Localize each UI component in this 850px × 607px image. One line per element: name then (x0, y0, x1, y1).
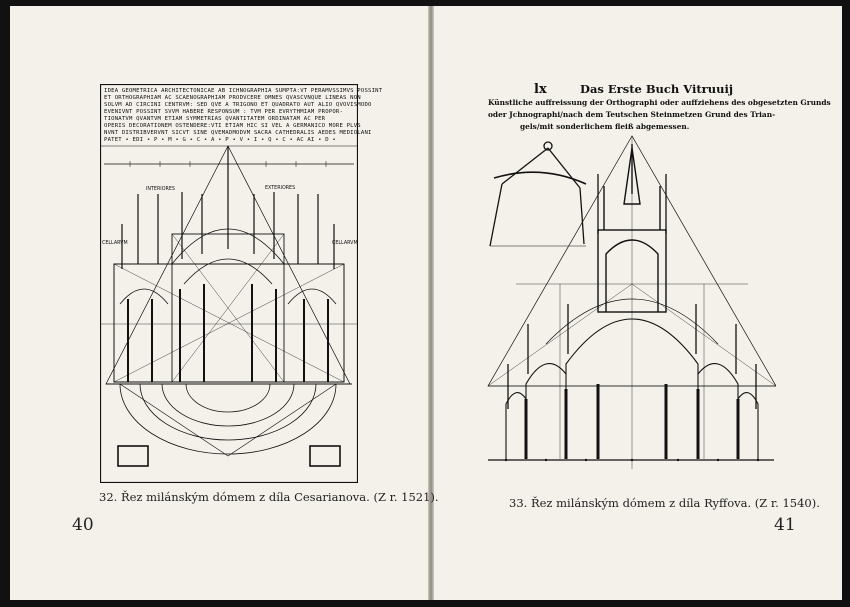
cesariano-inscription-2: ET ORTHOGRAPHIAM AC SCAENOGRAPHIAM PRODV… (104, 95, 361, 101)
label-exteriores: EXTERIORES (265, 186, 296, 191)
ryff-drawing (487, 135, 777, 469)
ryff-figure (486, 134, 777, 474)
left-page-number: 40 (72, 515, 94, 535)
heading-line-2: oder Jchnographi/nach dem Teutschen Stei… (488, 110, 776, 119)
book-title: Das Erste Buch Vitruuij (580, 82, 733, 96)
heading-line-3: gels/mit sonderlichem fleiß abgemessen. (520, 122, 690, 131)
label-cellarvm-right: CELLARVM (332, 241, 358, 246)
cesariano-inscription-5: TIONATVM QVANTVM ETIAM SYMMETRIAS QVANTI… (104, 116, 326, 122)
right-caption: 33. Řez milánským dómem z díla Ryffova. … (509, 496, 820, 510)
cesariano-inscription-1: IDEA GEOMETRICA ARCHITECTONICAE AB ICHNO… (104, 88, 383, 94)
cesariano-inscription-8: PATET • EDI • P • M • G • C • A • P • V … (104, 137, 336, 143)
folio-mark: lx (534, 82, 547, 97)
left-caption: 32. Řez milánským dómem z díla Cesariano… (99, 490, 439, 504)
cesariano-inscription-7: NVNT DISTRIBVERVNT SICVT SINE QVEMADMODV… (104, 130, 372, 136)
cesariano-inscription-4: EVENIVNT POSSINT SVVM HABERE RESPONSUM :… (104, 109, 344, 115)
cesariano-figure (99, 83, 359, 484)
heading-line-1: Künstliche auffreissung der Orthographi … (488, 98, 831, 107)
label-cellarvm-left: CELLARVM (102, 241, 128, 246)
cesariano-drawing (99, 83, 359, 484)
right-page (434, 6, 842, 600)
right-page-number: 41 (774, 515, 796, 535)
book-gutter (428, 6, 434, 600)
left-page (10, 6, 428, 600)
label-interiores: INTERIORES (146, 187, 175, 192)
cesariano-inscription-3: SOLVM AD CIRCINI CENTRVM: SED QVE A TRIG… (104, 102, 372, 108)
cesariano-inscription-6: OPERIS DECORATIONEM OSTENDERE:VTI ETIAM … (104, 123, 361, 129)
